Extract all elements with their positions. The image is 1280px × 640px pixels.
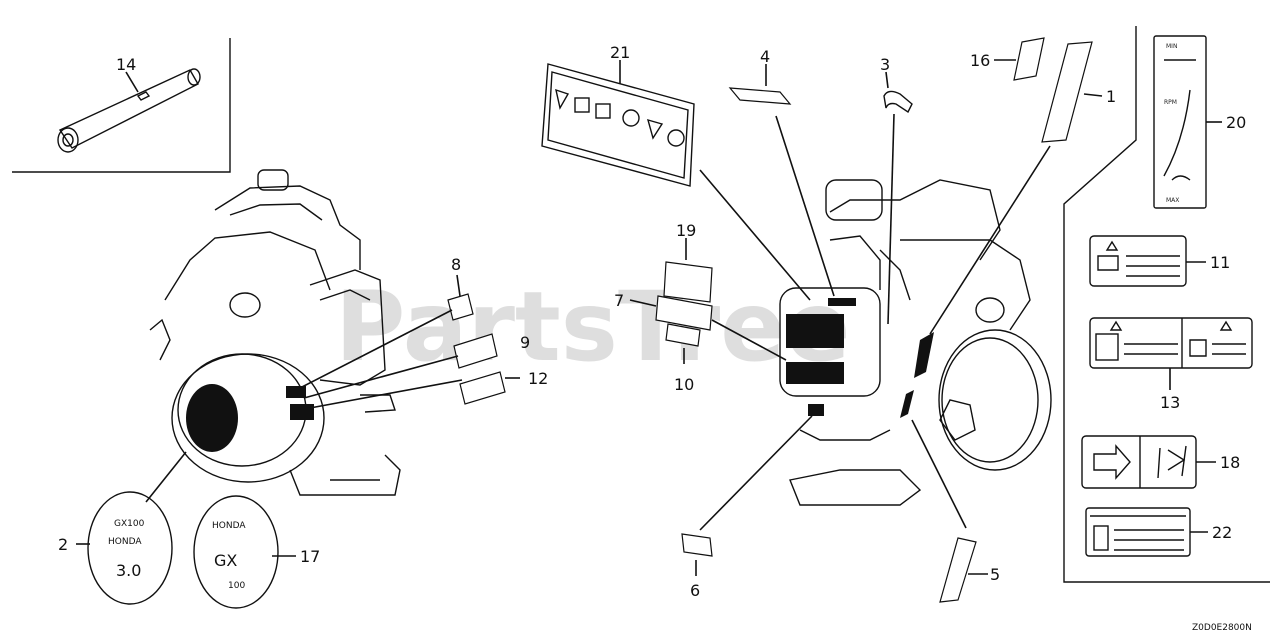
recoil-emblem-area xyxy=(186,384,238,452)
part-10-label[interactable] xyxy=(665,323,701,347)
leader-7-b xyxy=(711,319,787,361)
svg-text:3.0: 3.0 xyxy=(116,561,141,580)
label-5-location xyxy=(900,390,914,418)
callout-14[interactable]: 14 xyxy=(116,55,136,74)
svg-text:HONDA: HONDA xyxy=(108,537,142,547)
callout-12[interactable]: 12 xyxy=(528,369,548,388)
part-7-label[interactable] xyxy=(655,295,713,331)
part-4-label[interactable] xyxy=(728,87,792,105)
svg-text:RPM: RPM xyxy=(1164,99,1177,106)
svg-text:HONDA: HONDA xyxy=(212,521,246,531)
callout-1[interactable]: 1 xyxy=(1106,87,1116,106)
label-6-location xyxy=(808,404,824,416)
callout-7[interactable]: 7 xyxy=(614,291,624,310)
label-12-location xyxy=(290,404,314,420)
label-7-location xyxy=(786,362,844,384)
part-19-label[interactable] xyxy=(663,261,713,303)
callout-4[interactable]: 4 xyxy=(760,47,770,66)
leader-2 xyxy=(145,451,187,503)
callout-19[interactable]: 19 xyxy=(676,221,696,240)
callout-13[interactable]: 13 xyxy=(1160,393,1180,412)
callout-18[interactable]: 18 xyxy=(1220,453,1240,472)
part-21-warning-label[interactable] xyxy=(541,63,695,187)
callout-10[interactable]: 10 xyxy=(674,375,694,394)
leader-4-b xyxy=(775,115,835,297)
part-18-label[interactable] xyxy=(1081,435,1197,489)
label-4-location xyxy=(828,298,856,306)
part-9-label[interactable] xyxy=(453,333,498,369)
part-3-clip[interactable] xyxy=(883,90,913,114)
callout-21[interactable]: 21 xyxy=(610,43,630,62)
callout-16[interactable]: 16 xyxy=(970,51,990,70)
part-12-label[interactable] xyxy=(459,371,506,405)
callout-22[interactable]: 22 xyxy=(1212,523,1232,542)
leader-12-a xyxy=(309,379,463,409)
left-engine-illustration xyxy=(149,169,401,496)
leader-5 xyxy=(911,419,967,529)
labels-inset-frame xyxy=(1063,26,1270,583)
svg-text:GX100: GX100 xyxy=(114,519,145,529)
callout-3[interactable]: 3 xyxy=(880,55,890,74)
callout-6[interactable]: 6 xyxy=(690,581,700,600)
svg-text:MAX: MAX xyxy=(1166,197,1179,204)
svg-text:GX: GX xyxy=(214,551,237,570)
svg-text:100: 100 xyxy=(228,581,245,591)
callout-20[interactable]: 20 xyxy=(1226,113,1246,132)
callout-9[interactable]: 9 xyxy=(520,333,530,352)
leader-14 xyxy=(125,71,139,93)
callout-8[interactable]: 8 xyxy=(451,255,461,274)
part-14-box-wrench[interactable] xyxy=(57,68,201,153)
callout-5[interactable]: 5 xyxy=(990,565,1000,584)
callout-11[interactable]: 11 xyxy=(1210,253,1230,272)
callout-17[interactable]: 17 xyxy=(300,547,320,566)
watermark-text: PartsTree xyxy=(335,271,850,383)
svg-text:MIN: MIN xyxy=(1166,43,1177,50)
leader-8 xyxy=(299,309,453,389)
label-19-location xyxy=(786,314,844,348)
tool-inset-frame xyxy=(12,38,231,173)
part-11-label[interactable] xyxy=(1089,235,1187,287)
part-1-label[interactable] xyxy=(1041,41,1093,143)
part-5-label[interactable] xyxy=(939,537,977,603)
part-22-label[interactable] xyxy=(1085,507,1191,557)
callout-2[interactable]: 2 xyxy=(58,535,68,554)
leader-21-b xyxy=(699,169,811,301)
leader-3 xyxy=(885,71,889,89)
right-engine-illustration xyxy=(779,179,1052,506)
part-6-label[interactable] xyxy=(681,533,713,557)
part-20-throttle-label[interactable]: MIN RPM MAX xyxy=(1153,35,1207,209)
leader-9 xyxy=(303,355,459,399)
part-8-label[interactable] xyxy=(447,293,474,321)
part-16-label[interactable] xyxy=(1013,37,1045,81)
leader-8-b xyxy=(456,274,461,297)
leader-1 xyxy=(1083,93,1103,97)
part-2-emblem[interactable]: GX100 HONDA 3.0 xyxy=(87,491,173,605)
leader-3-b xyxy=(887,113,895,325)
diagram-code: Z0D0E2800N xyxy=(1192,623,1252,633)
leader-7 xyxy=(629,299,657,307)
part-17-emblem[interactable]: HONDA GX 100 xyxy=(193,495,279,609)
leader-1-b xyxy=(929,145,1051,335)
part-13-label[interactable] xyxy=(1089,317,1253,369)
label-1-location xyxy=(914,332,934,378)
label-9-location xyxy=(286,386,306,398)
muffler-shield xyxy=(779,287,881,397)
leader-6 xyxy=(699,415,813,531)
